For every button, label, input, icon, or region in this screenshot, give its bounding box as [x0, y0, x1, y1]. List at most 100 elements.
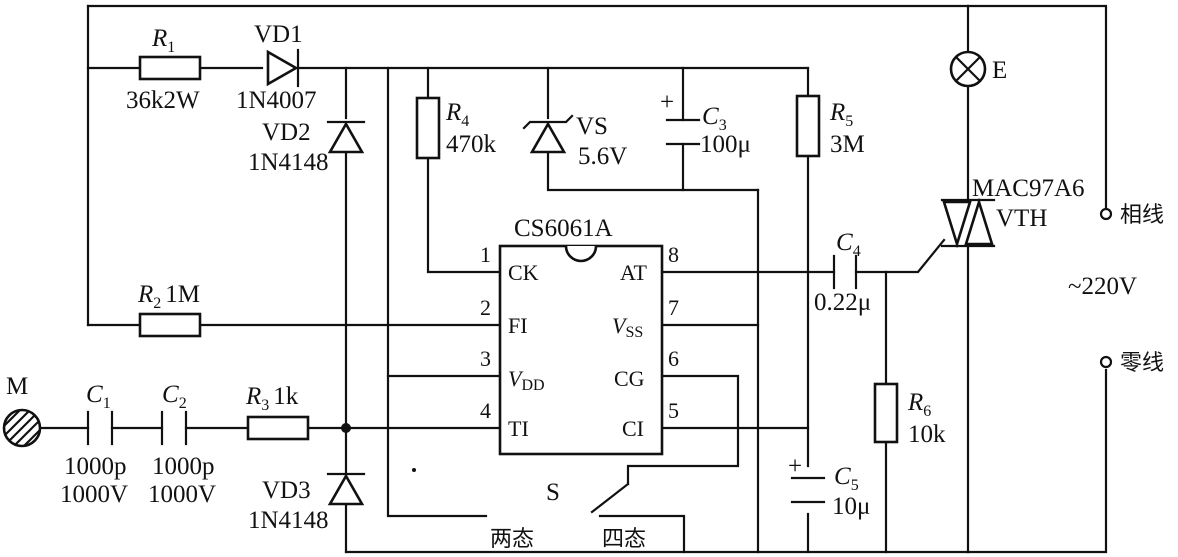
c2-value2: 1000V — [148, 481, 216, 508]
switch-ref: S — [546, 479, 560, 506]
svg-text:VSS: VSS — [612, 313, 643, 341]
switch-s: S 两态 四态 — [490, 479, 646, 552]
touch-electrode-m: M — [2, 373, 42, 448]
wires — [38, 4, 1108, 554]
ic-pin7-name: V — [612, 313, 628, 338]
r6-ref: R — [907, 389, 923, 416]
supply-voltage: ~220V — [1068, 273, 1137, 300]
ic-pin5-name: CI — [622, 416, 644, 441]
vd3-ref: VD3 — [262, 477, 311, 504]
c1-ref: C — [86, 381, 103, 408]
r3-ref: R — [245, 383, 261, 410]
diode-vd1: VD1 1N4007 — [236, 21, 317, 114]
ic-ref: CS6061A — [514, 215, 613, 242]
vd1-value: 1N4007 — [236, 87, 317, 114]
svg-text:C4: C4 — [836, 229, 861, 260]
ic-pin8-num: 8 — [668, 242, 679, 267]
r2-value: 1M — [165, 281, 200, 308]
svg-text:C1: C1 — [86, 381, 111, 412]
c1-sub: 1 — [103, 395, 111, 412]
vs-ref: VS — [576, 113, 608, 140]
triac-vth: MAC97A6 VTH — [940, 175, 1085, 249]
switch-four-state: 四态 — [602, 527, 646, 552]
c1-value2: 1000V — [60, 481, 128, 508]
ic-pin4-num: 4 — [480, 398, 491, 423]
resistor-r6: R6 10k — [873, 382, 946, 448]
c2-ref: C — [162, 381, 179, 408]
ic-pin1-name: CK — [508, 260, 539, 285]
capacitor-c4: C4 0.22μ — [814, 229, 871, 316]
c4-ref: C — [836, 229, 853, 256]
triac-part: MAC97A6 — [972, 175, 1085, 202]
r2-ref: R — [137, 281, 153, 308]
switch-two-state: 两态 — [490, 527, 534, 552]
svg-text:C3: C3 — [702, 103, 727, 134]
r1-ref: R — [151, 25, 167, 52]
c4-value: 0.22μ — [814, 289, 871, 316]
c4-sub: 4 — [853, 243, 861, 260]
c5-value: 10μ — [832, 493, 870, 520]
c3-ref: C — [702, 103, 719, 130]
supply-terminals: 相线 ~220V 零线 — [1068, 203, 1164, 376]
junction-dots — [341, 423, 416, 472]
c5-ref: C — [834, 463, 851, 490]
ic-pin2-num: 2 — [480, 295, 491, 320]
c3-sub: 3 — [719, 117, 727, 134]
ic-cs6061a: CS6061A 1 CK 2 FI 3 VDD 4 TI 8 AT 7 VSS … — [480, 215, 679, 456]
ic-pin8-name: AT — [620, 260, 647, 285]
svg-text:R1: R1 — [151, 25, 175, 56]
c1-value1: 1000p — [64, 453, 127, 480]
resistor-r4: R4 470k — [415, 96, 497, 160]
r1-sub: 1 — [167, 39, 175, 56]
ic-pin4-name: TI — [508, 416, 529, 441]
svg-text:C5: C5 — [834, 463, 859, 494]
resistor-r1: R1 36k2W — [126, 25, 202, 114]
ic-pin7-num: 7 — [668, 295, 679, 320]
resistor-r5: R5 3M — [795, 94, 865, 158]
r3-sub: 3 — [261, 397, 269, 414]
r2-sub: 2 — [153, 295, 161, 312]
diode-vd2: VD2 1N4148 — [248, 119, 366, 176]
vd3-value: 1N4148 — [248, 507, 329, 534]
capacitor-c3: + C3 100μ — [660, 89, 751, 158]
svg-text:R6: R6 — [907, 389, 931, 420]
triac-ref: VTH — [996, 205, 1047, 232]
c2-value1: 1000p — [152, 453, 215, 480]
r6-value: 10k — [908, 421, 946, 448]
diode-vd3: VD3 1N4148 — [248, 472, 366, 534]
r4-sub: 4 — [461, 113, 469, 130]
vd2-value: 1N4148 — [248, 149, 329, 176]
svg-text:R5: R5 — [829, 99, 853, 130]
svg-text:+: + — [788, 453, 802, 480]
zener-vs: VS 5.6V — [522, 113, 627, 170]
lamp-ref: E — [992, 57, 1007, 84]
svg-text:C2: C2 — [162, 381, 187, 412]
r5-sub: 5 — [845, 113, 853, 130]
r6-sub: 6 — [923, 403, 931, 420]
ic-pin6-num: 6 — [668, 346, 679, 371]
ic-pin3-num: 3 — [480, 346, 491, 371]
capacitor-c1: C1 1000p 1000V — [60, 381, 128, 508]
capacitor-c5: + C5 10μ — [788, 453, 870, 520]
r4-value: 470k — [446, 131, 497, 158]
r3-value: 1k — [273, 383, 299, 410]
ic-pin7-sub: SS — [625, 324, 643, 341]
ic-pin6-name: CG — [614, 366, 645, 391]
m-ref: M — [6, 373, 28, 400]
ic-pin3-name: V — [508, 366, 524, 391]
vd2-ref: VD2 — [262, 119, 311, 146]
vd1-ref: VD1 — [254, 21, 303, 48]
c5-sub: 5 — [851, 477, 859, 494]
capacitor-c2: C2 1000p 1000V — [148, 381, 216, 508]
c3-value: 100μ — [700, 131, 751, 158]
vs-value: 5.6V — [578, 143, 627, 170]
ic-pin3-sub: DD — [521, 377, 544, 394]
r5-ref: R — [829, 99, 845, 126]
svg-text:VDD: VDD — [508, 366, 545, 394]
phase-label: 相线 — [1120, 203, 1164, 228]
